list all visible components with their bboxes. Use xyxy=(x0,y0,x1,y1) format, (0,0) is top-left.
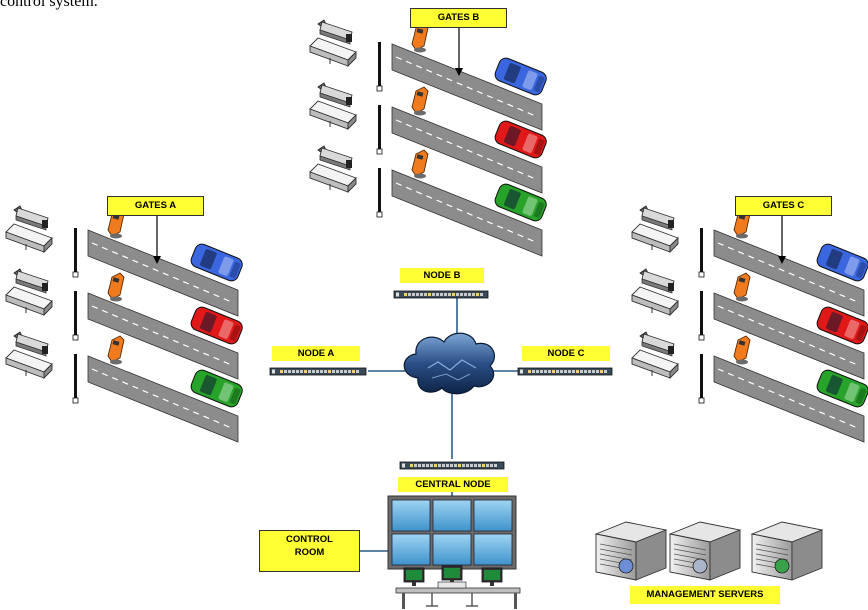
network-links xyxy=(360,297,522,552)
road-lane xyxy=(391,43,543,131)
keyboard-icon xyxy=(437,581,467,589)
card-reader-icon xyxy=(733,272,751,302)
barrier-gate-icon xyxy=(376,42,383,92)
gates-c-group xyxy=(631,205,868,443)
camera-housing-icon xyxy=(5,286,53,317)
workstation-icon xyxy=(403,567,425,586)
workstation-icon xyxy=(441,565,463,584)
gates-b-label: GATES B xyxy=(410,8,507,28)
management-servers-group xyxy=(594,521,824,581)
central-node-switch xyxy=(399,461,505,470)
card-reader-icon xyxy=(107,335,125,365)
barrier-gate-icon xyxy=(698,291,705,341)
road-lane xyxy=(87,292,239,380)
server-icon xyxy=(594,521,668,581)
cctv-camera-icon xyxy=(639,268,675,294)
management-servers-label: MANAGEMENT SERVERS xyxy=(630,586,780,604)
control-room-label-line2: ROOM xyxy=(294,547,325,558)
video-wall xyxy=(387,495,517,570)
gates-c-label: GATES C xyxy=(735,196,832,216)
road-lane xyxy=(713,355,865,443)
card-reader-icon xyxy=(107,272,125,302)
camera-housing-icon xyxy=(5,223,53,254)
cctv-camera-icon xyxy=(639,331,675,357)
card-reader-icon xyxy=(733,335,751,365)
camera-housing-icon xyxy=(309,163,357,194)
road-lane xyxy=(87,355,239,443)
car-red xyxy=(494,120,547,159)
gates-b-group xyxy=(309,19,547,257)
control-room-label: CONTROL ROOM xyxy=(259,530,360,572)
road-lane xyxy=(391,169,543,257)
workstation-icon xyxy=(481,567,503,586)
car-red xyxy=(190,306,243,345)
card-reader-icon xyxy=(411,86,429,116)
barrier-gate-icon xyxy=(376,168,383,218)
camera-housing-icon xyxy=(631,223,679,254)
gates-a-arrow xyxy=(153,216,161,264)
road-lane xyxy=(87,229,239,317)
road-lane xyxy=(713,229,865,317)
cctv-camera-icon xyxy=(13,331,49,357)
road-lane xyxy=(391,106,543,194)
server-icon xyxy=(750,521,824,581)
gates-b-arrow xyxy=(455,28,463,76)
node-a-switch xyxy=(269,367,367,376)
card-reader-icon xyxy=(411,149,429,179)
node-c-switch xyxy=(517,367,613,376)
car-green xyxy=(190,369,243,408)
node-a-label: NODE A xyxy=(272,346,360,361)
gates-a-group xyxy=(5,205,243,443)
barrier-gate-icon xyxy=(72,354,79,404)
barrier-gate-icon xyxy=(72,228,79,278)
road-lane xyxy=(713,292,865,380)
cctv-camera-icon xyxy=(317,145,353,171)
car-blue xyxy=(190,243,243,282)
barrier-gate-icon xyxy=(72,291,79,341)
car-green xyxy=(816,369,868,408)
car-blue xyxy=(494,57,547,96)
server-icon xyxy=(668,521,742,581)
barrier-gate-icon xyxy=(698,228,705,278)
cctv-camera-icon xyxy=(13,268,49,294)
car-blue xyxy=(816,243,868,282)
camera-housing-icon xyxy=(5,349,53,380)
car-green xyxy=(494,183,547,222)
node-c-label: NODE C xyxy=(522,346,610,361)
cctv-camera-icon xyxy=(13,205,49,231)
cctv-camera-icon xyxy=(317,82,353,108)
camera-housing-icon xyxy=(631,349,679,380)
car-red xyxy=(816,306,868,345)
gates-c-arrow xyxy=(778,216,786,264)
control-room-label-line1: CONTROL xyxy=(286,534,333,545)
camera-housing-icon xyxy=(309,37,357,68)
network-cloud-icon xyxy=(403,332,495,395)
barrier-gate-icon xyxy=(698,354,705,404)
node-b-label: NODE B xyxy=(400,268,484,283)
central-node-label: CENTRAL NODE xyxy=(398,477,508,492)
workstations xyxy=(395,565,521,609)
camera-housing-icon xyxy=(309,100,357,131)
cctv-camera-icon xyxy=(317,19,353,45)
caption-text: control system. xyxy=(0,0,98,10)
control-desk xyxy=(395,587,521,594)
cctv-camera-icon xyxy=(639,205,675,231)
gates-a-label: GATES A xyxy=(107,196,204,216)
camera-housing-icon xyxy=(631,286,679,317)
barrier-gate-icon xyxy=(376,105,383,155)
card-reader-icon xyxy=(411,23,429,53)
node-b-switch xyxy=(393,290,489,299)
